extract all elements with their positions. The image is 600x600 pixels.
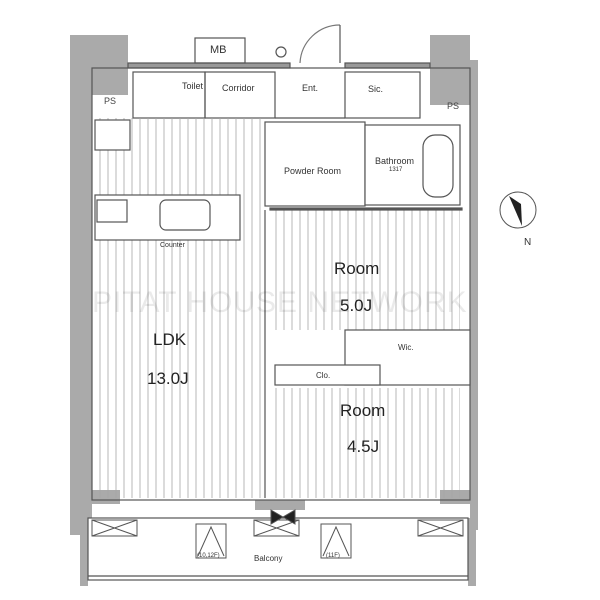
north-compass-icon <box>499 191 537 229</box>
room1-label: Room <box>334 259 379 278</box>
ldk-size: 13.0J <box>147 369 189 388</box>
powder-room-label: Powder Room <box>284 166 341 176</box>
north-label: N <box>524 237 531 248</box>
wic-label: Wic. <box>398 343 414 352</box>
balcony-units <box>91 509 464 559</box>
ldk-floor <box>95 118 263 498</box>
shoe-closet-label: Sic. <box>368 84 383 94</box>
bathroom-label: Bathroom <box>375 156 414 166</box>
room2-floor <box>272 388 460 498</box>
room1-floor <box>272 210 460 330</box>
ps-right-label: PS <box>447 101 459 111</box>
counter-label: Counter <box>160 242 186 249</box>
toilet-label: Toilet <box>182 81 204 91</box>
balcony-label: Balcony <box>254 554 282 563</box>
corridor-label: Corridor <box>222 83 255 93</box>
room1-size: 5.0J <box>340 296 372 315</box>
room2-size: 4.5J <box>347 437 379 456</box>
balcony-note-right: (11F) <box>326 553 340 559</box>
entrance-label: Ent. <box>302 83 318 93</box>
ldk-label: LDK <box>153 330 187 349</box>
ps-left-label: PS <box>104 96 116 106</box>
mb-label: MB <box>210 44 227 56</box>
balcony-note-left: (10,12F) <box>197 553 220 559</box>
watermark: PITAT HOUSE NETWORK <box>92 286 468 319</box>
clo-label: Clo. <box>316 371 330 380</box>
wall-lines <box>91 24 471 501</box>
bathroom-size-label: 1317 <box>389 167 403 173</box>
room2-label: Room <box>340 401 385 420</box>
